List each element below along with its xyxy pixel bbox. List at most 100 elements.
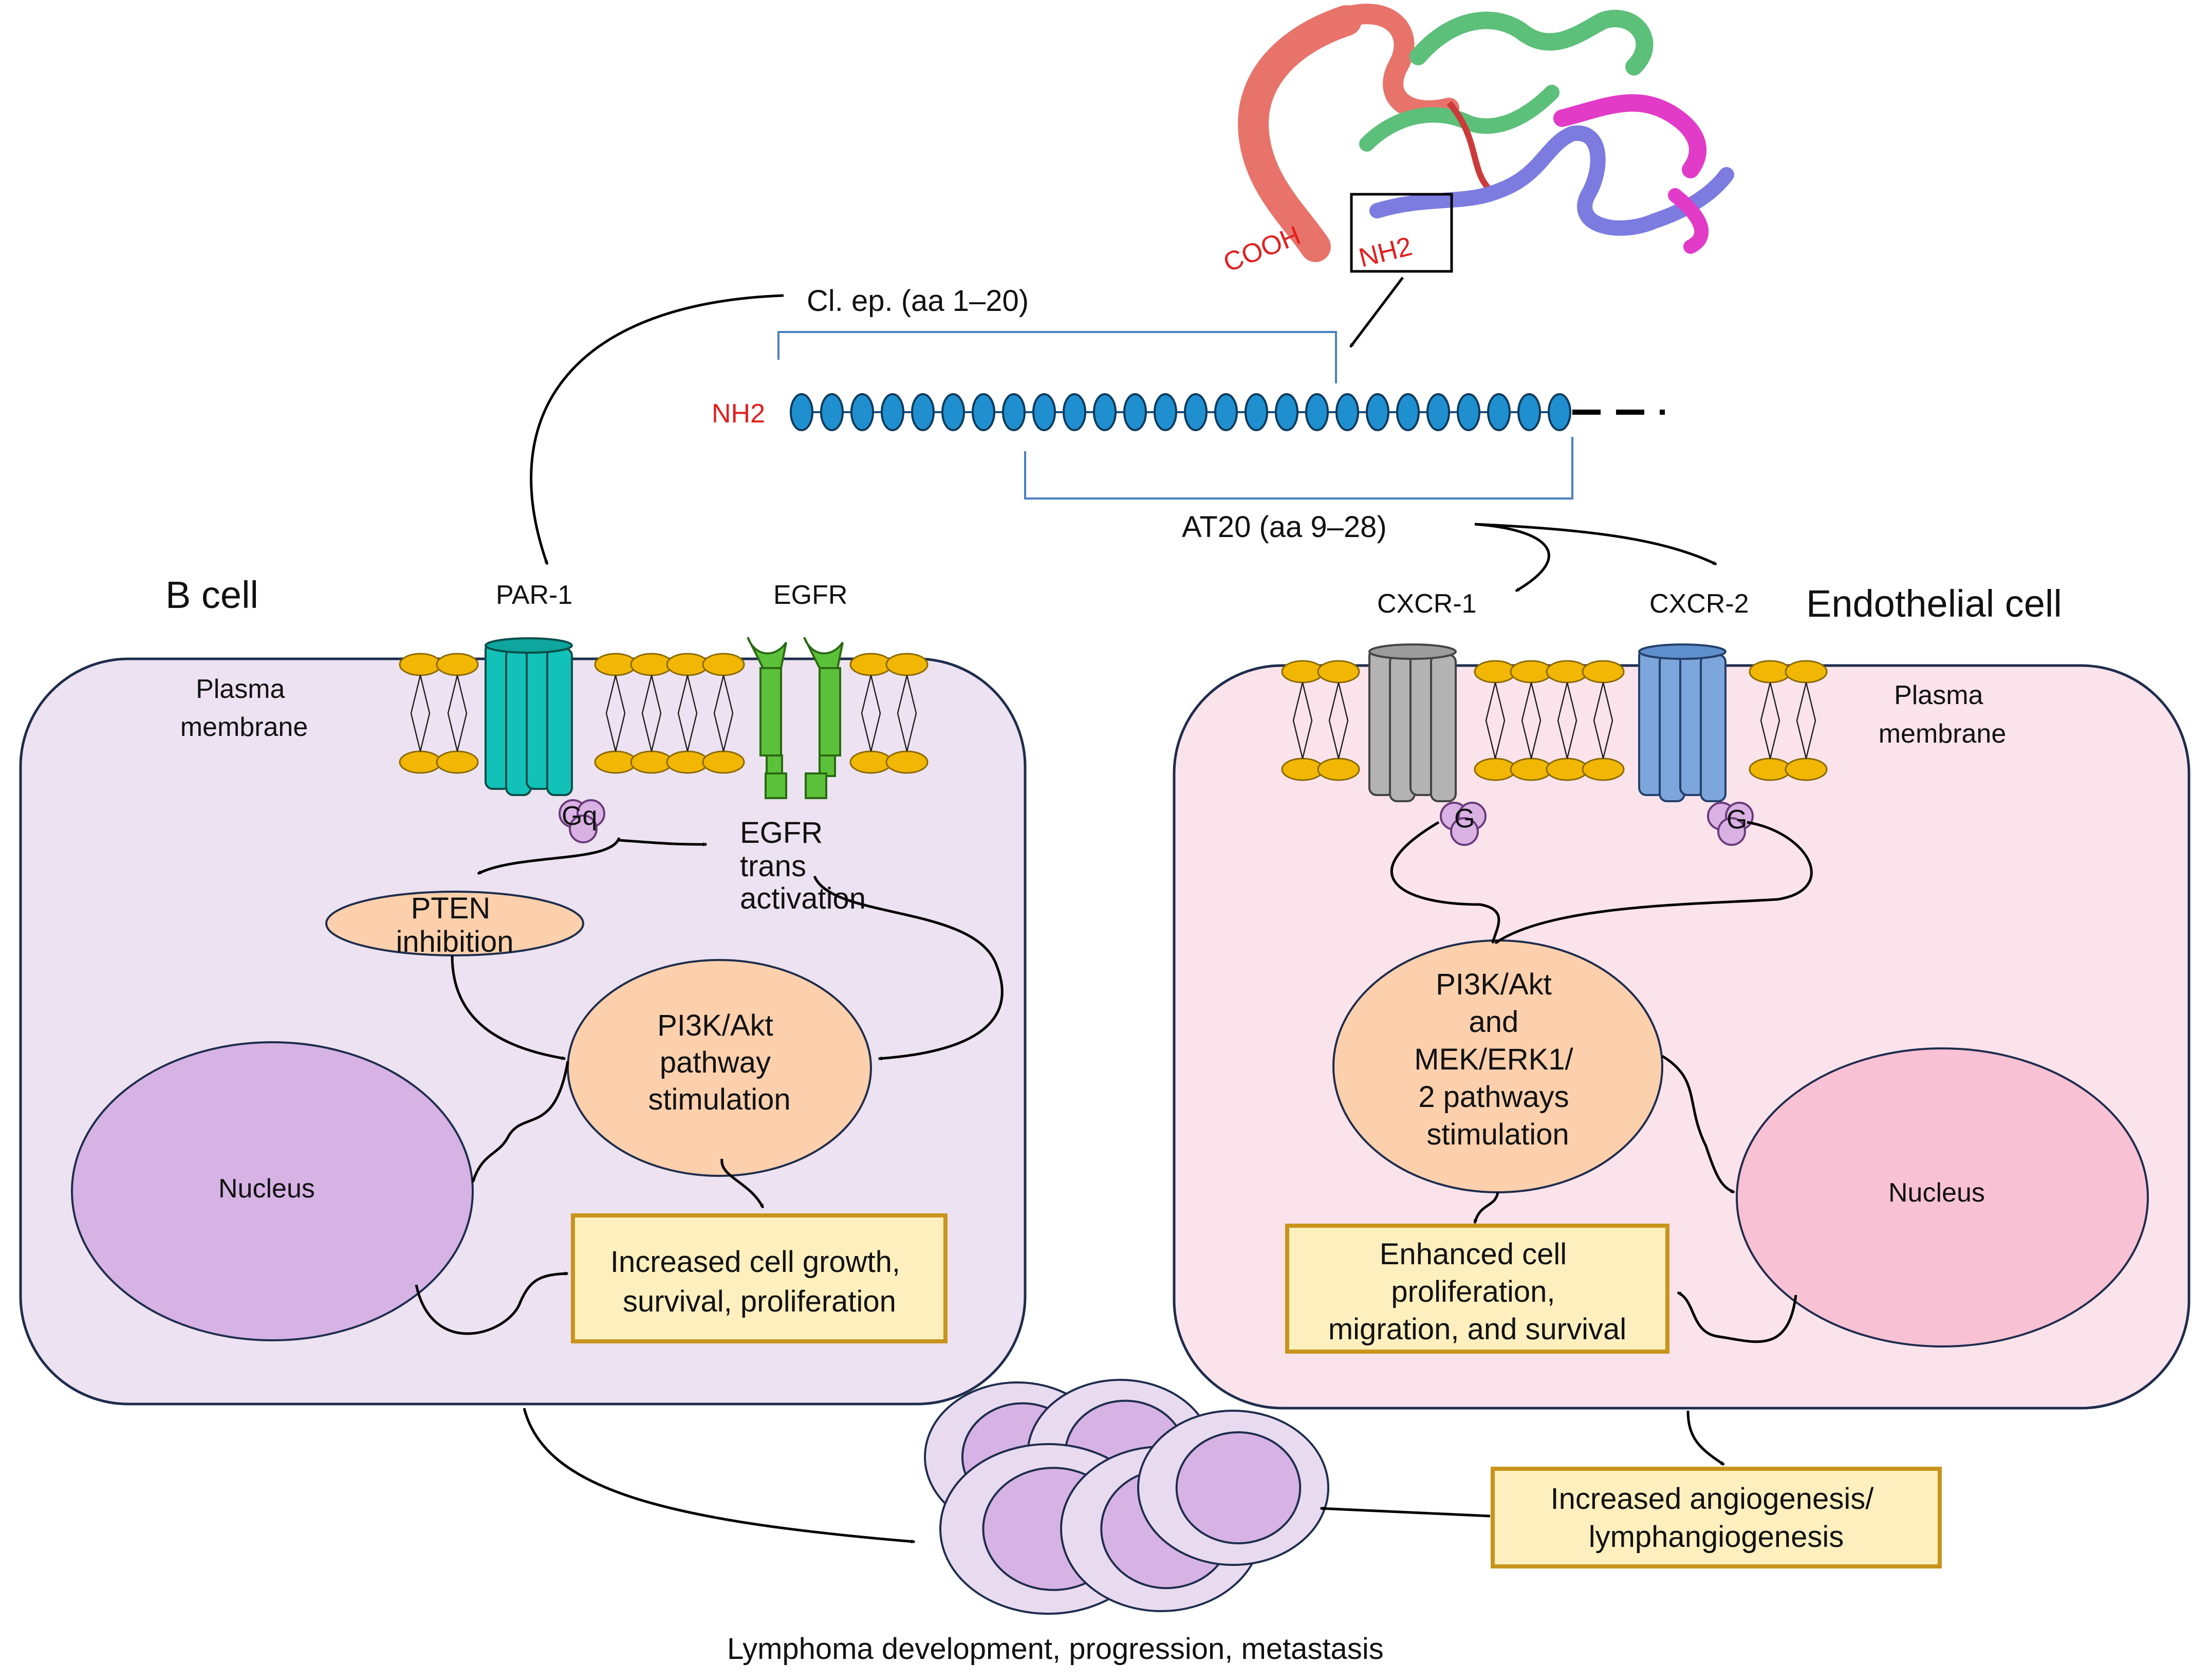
b-nucleus <box>71 1041 474 1341</box>
lipid-head <box>849 750 893 774</box>
arrow-g1-to-pathways <box>1390 821 1500 944</box>
amino-acid-bead <box>1396 393 1420 431</box>
amino-acid-bead <box>1335 393 1359 431</box>
lipid-head <box>1510 758 1553 781</box>
b-nucleus-label: Nucleus <box>218 1174 315 1204</box>
amino-acid-bead <box>1487 393 1511 431</box>
arrow-nucleus-to-outcome <box>415 1271 569 1335</box>
arrow-angiogenesis-to-lymphoma <box>1320 1506 1491 1518</box>
endo-nucleus-label: Nucleus <box>1888 1178 1985 1208</box>
peptide-nh2-label: NH2 <box>712 399 765 429</box>
arrow-pathways-to-outcome <box>1473 1192 1499 1224</box>
lipid-head <box>1317 758 1360 781</box>
lipid-tail <box>1760 682 1780 759</box>
amino-acid-bead <box>1063 393 1086 431</box>
amino-acid-bead <box>911 393 935 431</box>
gq-protein: Gq <box>559 799 605 843</box>
amino-acid-bead <box>1093 393 1117 431</box>
b-cell-title: B cell <box>165 574 258 616</box>
arrow-gq-to-egfr <box>619 839 708 846</box>
lipid-head <box>1510 660 1553 684</box>
pi3k-akt-label: PI3K/Akt pathway stimulation <box>648 1009 790 1116</box>
g1-label: G <box>1454 804 1475 834</box>
lipid-head <box>1582 660 1625 684</box>
arrow-egfr-to-pi3k <box>813 876 1004 1061</box>
arrow-nh2-to-chain <box>1349 276 1404 348</box>
lipid-head <box>630 750 673 774</box>
par1-label: PAR-1 <box>496 580 572 610</box>
lipid-tail <box>713 675 734 752</box>
peptide-beads <box>790 393 1571 431</box>
arrow-clep-to-par1 <box>530 294 784 565</box>
arrow-pi3k-to-outcome <box>720 1158 765 1209</box>
arrow-gq-to-pten <box>477 837 621 875</box>
b-outcome-label: Increased cell growth, survival, prolife… <box>610 1245 908 1318</box>
arrow-endo-to-angiogenesis <box>1686 1410 1725 1466</box>
angiogenesis-box <box>1491 1467 1942 1568</box>
nh2-highlight-box <box>1350 193 1453 273</box>
amino-acid-bead <box>1366 393 1389 431</box>
amino-acid-bead <box>881 393 904 431</box>
par1-receptor[interactable] <box>485 637 573 796</box>
arrow-nucleus-to-outcome <box>1677 1291 1797 1343</box>
lipid-head <box>1474 758 1517 781</box>
endo-outcome-box <box>1285 1224 1669 1354</box>
lipid-head <box>594 653 637 676</box>
lipid-head <box>702 750 745 774</box>
amino-acid-bead <box>1457 393 1480 431</box>
lymphoma-cells <box>924 1379 1329 1615</box>
cxcr1-receptor[interactable] <box>1368 643 1457 802</box>
lipid-head <box>436 750 479 774</box>
lipid-head <box>1785 660 1828 684</box>
amino-acid-bead <box>820 393 844 431</box>
egfr-receptor[interactable] <box>747 637 844 799</box>
b-outcome-box <box>571 1213 948 1343</box>
lipid-head <box>849 653 893 676</box>
endo-plasma-membrane-label: Plasma membrane <box>1879 680 2007 749</box>
lipid-head <box>1546 660 1589 684</box>
lipid-head <box>702 653 745 676</box>
lipid-head <box>594 750 637 774</box>
amino-acid-bead <box>1184 393 1208 431</box>
lipid-tail <box>1292 682 1313 759</box>
lipid-tail <box>1796 682 1816 759</box>
lymphoma-label: Lymphoma development, progression, metas… <box>727 1632 1384 1666</box>
lipid-head <box>885 653 929 676</box>
amino-acid-bead <box>1002 393 1026 431</box>
lipid-head <box>666 653 709 676</box>
b-membrane <box>399 653 929 774</box>
amino-acid-bead <box>1214 393 1238 431</box>
g2-label: G <box>1727 805 1747 835</box>
endo-outcome-label: Enhanced cell proliferation, migration, … <box>1328 1238 1626 1346</box>
lipid-head <box>1785 758 1828 781</box>
g-protein-1: G <box>1440 802 1487 846</box>
pten-node <box>325 891 584 956</box>
lipid-head <box>666 750 709 774</box>
lipid-head <box>436 653 479 676</box>
amino-acid-bead <box>1305 393 1329 431</box>
lipid-head <box>1281 758 1324 781</box>
lipid-head <box>885 750 929 774</box>
lipid-tail <box>677 675 698 752</box>
cl-ep-bracket <box>777 331 1337 383</box>
arrow-bcell-to-lymphoma <box>523 1408 916 1544</box>
lipid-head <box>1582 758 1625 781</box>
amino-acid-bead <box>850 393 874 431</box>
lipid-tail <box>410 675 431 752</box>
amino-acid-bead <box>1245 393 1268 431</box>
angiogenesis-label: Increased angiogenesis/ lymphangiogenesi… <box>1551 1482 1882 1554</box>
lipid-tail <box>897 675 917 752</box>
arrow-pathways-to-nucleus <box>1661 1055 1735 1194</box>
pathways-label: PI3K/Akt and MEK/ERK1/ 2 pathways stimul… <box>1414 968 1582 1151</box>
cxcr2-receptor[interactable] <box>1638 643 1727 802</box>
lipid-head <box>1749 660 1792 684</box>
arrow-g2-to-pathways <box>1494 821 1813 945</box>
cooh-label: COOH <box>1219 220 1305 278</box>
lipid-head <box>630 653 673 676</box>
arrow-pi3k-to-nucleus <box>471 1061 569 1183</box>
lipid-tail <box>1557 682 1577 759</box>
protein-structure: COOH NH2 <box>1219 4 1734 278</box>
lipid-tail <box>861 675 881 752</box>
g-protein-2: G <box>1707 802 1754 846</box>
